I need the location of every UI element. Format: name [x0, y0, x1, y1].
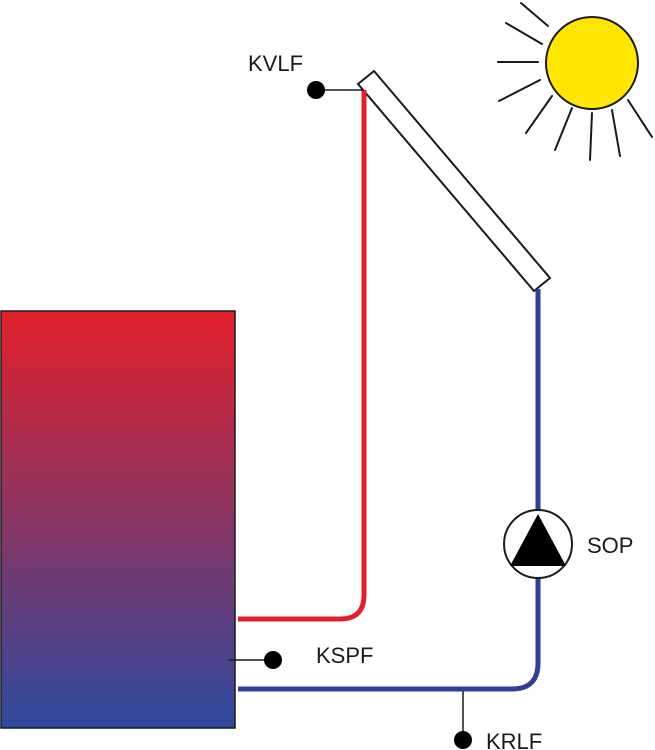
return-pipe: [238, 289, 541, 692]
storage-tank-icon: [0, 310, 236, 729]
sun-rays: [497, 2, 653, 161]
label-kvlf: KVLF: [248, 51, 303, 76]
sun-icon: [545, 16, 639, 110]
label-krlf: KRLF: [486, 729, 542, 750]
solar-collector-icon: [356, 69, 552, 293]
flow-pipe: [238, 90, 367, 622]
return-sensor: [454, 691, 472, 749]
collector-flow-sensor: [307, 81, 364, 99]
label-sop: SOP: [587, 533, 633, 558]
label-kspf: KSPF: [316, 643, 373, 668]
pump-icon: [503, 509, 573, 579]
storage-sensor: [229, 651, 282, 669]
